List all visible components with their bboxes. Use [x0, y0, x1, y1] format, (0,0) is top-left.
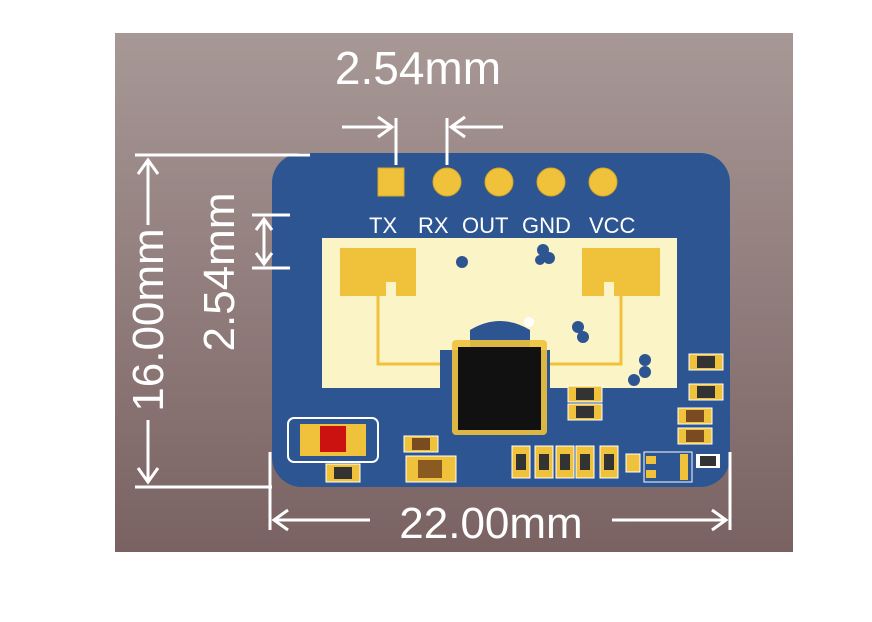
pin-pitch-top-label: 2.54mm: [335, 42, 501, 94]
smd-components: [287, 353, 724, 483]
pin-labels: TX RX OUT GND VCC: [369, 213, 636, 238]
header-pins: [377, 167, 618, 197]
pin-label-gnd: GND: [522, 213, 571, 238]
pin-label-out: OUT: [462, 213, 508, 238]
antenna-patch-right: [582, 248, 660, 296]
dimension-lines: [135, 115, 732, 532]
pcb-board: TX RX OUT GND VCC: [272, 153, 730, 487]
pin-label-vcc: VCC: [589, 213, 636, 238]
pin-pitch-side-label: 2.54mm: [195, 193, 244, 352]
pin-label-tx: TX: [369, 213, 397, 238]
mcu-chip: [452, 340, 547, 435]
pin-label-rx: RX: [418, 213, 449, 238]
antenna-patch-left: [340, 248, 416, 296]
width-label: 22.00mm: [399, 499, 582, 548]
height-label: 16.00mm: [124, 228, 173, 411]
